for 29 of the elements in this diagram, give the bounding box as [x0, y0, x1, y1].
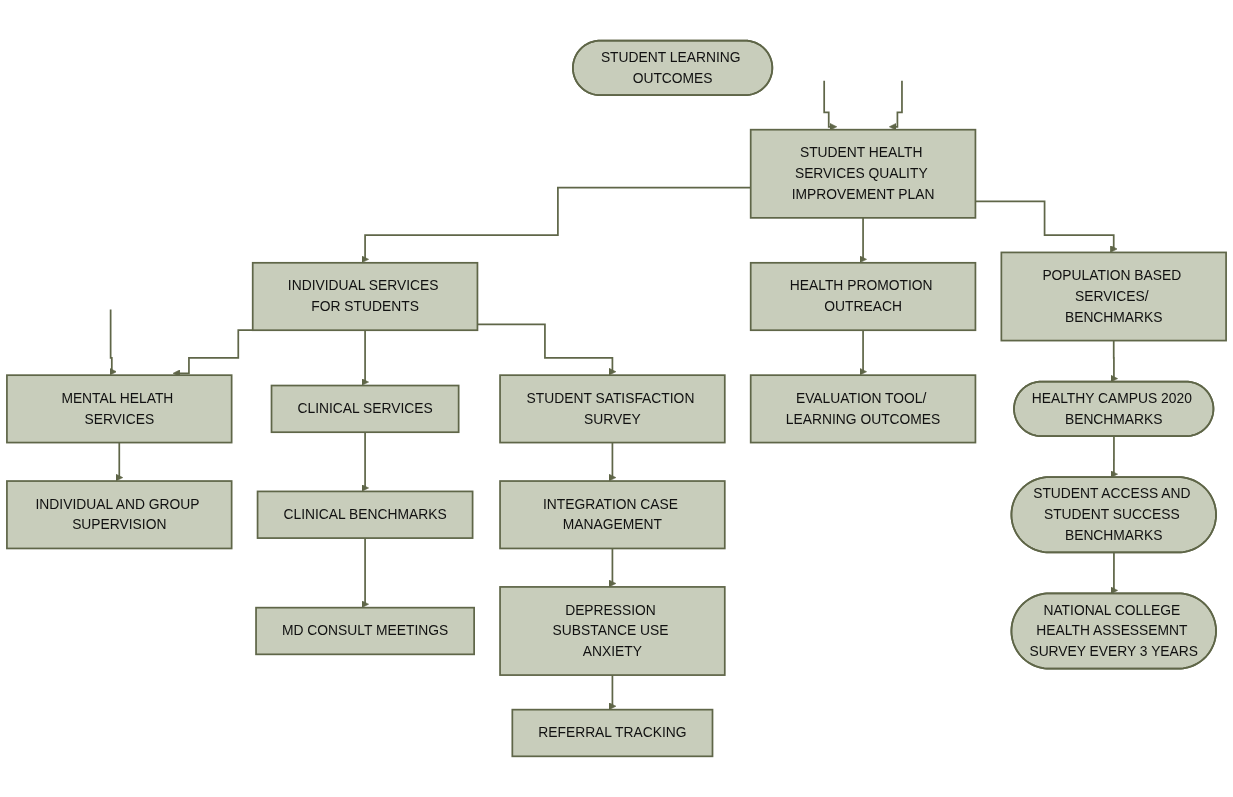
arrow — [1110, 435, 1118, 478]
arrow — [608, 674, 617, 710]
arrow — [608, 441, 617, 482]
node-box: INDIVIDUAL SERVICES FOR STUDENTS — [251, 261, 479, 332]
arrow — [361, 537, 369, 608]
node-box: DEPRESSION SUBSTANCE USE ANXIETY — [499, 586, 726, 676]
arrow — [608, 547, 617, 588]
node-box: STUDENT HEALTH SERVICES QUALITY IMPROVEMENT PLAN — [749, 128, 977, 219]
arrow — [109, 308, 117, 376]
node-box: HEALTH PROMOTION OUTREACH — [749, 261, 977, 332]
arrow — [823, 80, 838, 131]
arrow — [1110, 551, 1118, 595]
arrow — [1110, 339, 1118, 383]
node-box: INTEGRATION CASE MANAGEMENT — [499, 480, 726, 550]
node-box: CLINICAL SERVICES — [270, 384, 460, 434]
node-box: INDIVIDUAL AND GROUP SUPERVISION — [6, 480, 233, 550]
node-box: POPULATION BASED SERVICES/ BENCHMARKS — [1000, 251, 1227, 342]
node-box: STUDENT SATISFACTION SURVEY — [499, 374, 726, 444]
arrow — [361, 431, 369, 492]
node-box: EVALUATION TOOL/ LEARNING OUTCOMES — [749, 374, 977, 444]
node-box: MENTAL HELATH SERVICES — [6, 374, 233, 444]
node-box: MD CONSULT MEETINGS — [255, 606, 475, 656]
arrow — [859, 217, 867, 264]
arrow — [859, 329, 867, 376]
node-box: REFERRAL TRACKING — [511, 708, 714, 758]
arrow — [889, 80, 903, 131]
node-box: CLINICAL BENCHMARKS — [256, 490, 474, 539]
arrow — [361, 329, 369, 386]
arrow — [115, 441, 124, 482]
